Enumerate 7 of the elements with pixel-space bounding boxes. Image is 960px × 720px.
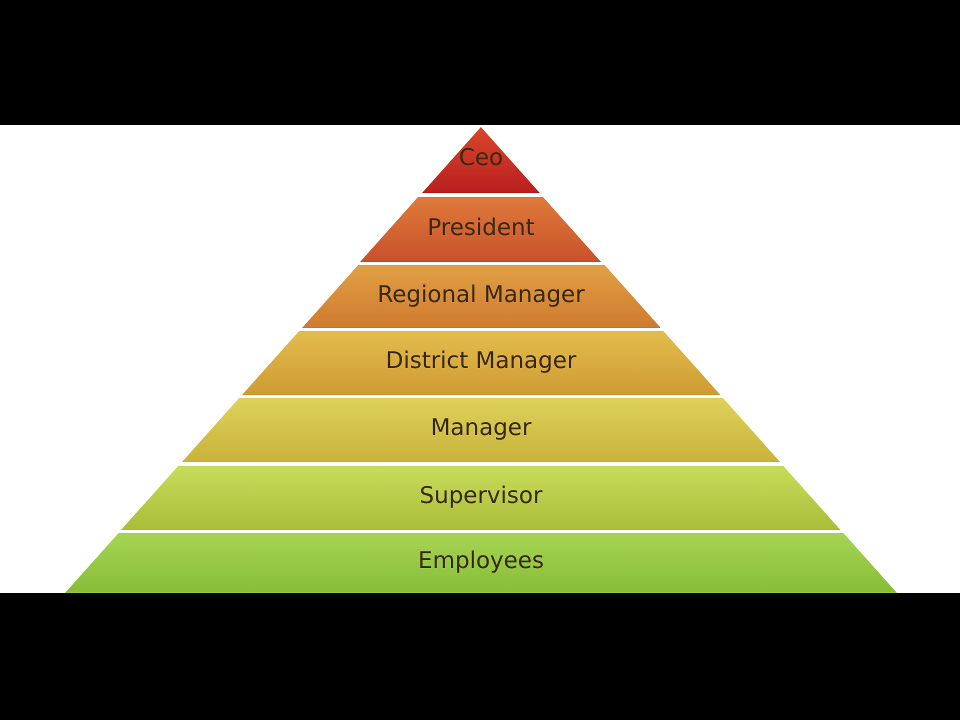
- tier-label: Manager: [430, 415, 532, 441]
- tier-label: Regional Manager: [377, 282, 585, 308]
- tier-label: Ceo: [458, 145, 504, 171]
- tier-label: Employees: [418, 548, 544, 574]
- tier-label: Supervisor: [420, 483, 542, 509]
- tier-label: President: [427, 214, 535, 240]
- tier-label: District Manager: [386, 348, 576, 374]
